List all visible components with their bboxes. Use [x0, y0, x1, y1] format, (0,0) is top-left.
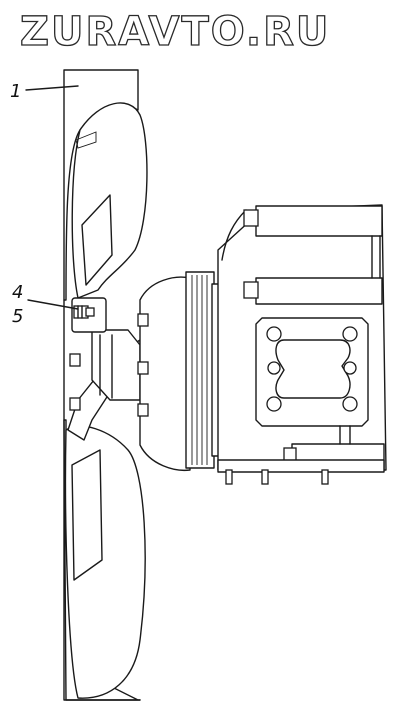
callout-label-4: 4 [12, 282, 23, 303]
flange-bolt-2 [342, 326, 358, 342]
hub-washer-5 [85, 307, 95, 317]
coupling-bolt-2 [137, 361, 149, 375]
coupling-housing [139, 276, 191, 472]
blade-upper-rib [81, 194, 113, 286]
pulley-grooves [191, 275, 208, 465]
callout-1: 1 [10, 81, 79, 102]
flange-window [275, 339, 351, 399]
base-plate [217, 459, 385, 473]
flange-bolt-1 [266, 326, 282, 342]
flange-bolt-3 [266, 396, 282, 412]
base-stud-3 [321, 469, 329, 485]
fan-drive-housing [217, 204, 387, 485]
housing-bolt-middle [243, 281, 259, 299]
coupling-bolt-1 [137, 313, 149, 327]
pulley-assembly [137, 271, 221, 472]
flange-bolt-5 [343, 361, 357, 375]
fan-blade-lower-face [64, 425, 146, 699]
base-stud-1 [225, 469, 233, 485]
mounting-flange [255, 317, 369, 427]
pulley [185, 271, 215, 469]
base-stud-2 [261, 469, 269, 485]
fan-assembly [63, 69, 148, 701]
hub-bolt-upper [69, 353, 81, 367]
flange-bolt-6 [267, 361, 281, 375]
callout-label-5: 5 [12, 306, 23, 327]
coupling-bolt-3 [137, 403, 149, 417]
leader-line-4 [27, 299, 79, 310]
blade-lower-rib [71, 449, 103, 581]
housing-middle-boss [255, 277, 383, 305]
housing-top-boss [255, 205, 383, 237]
leader-line-1 [25, 85, 79, 91]
watermark-text: ZURAVTO.RU [20, 9, 330, 55]
flange-bolt-4 [342, 396, 358, 412]
hub-bolt-lower [69, 397, 81, 411]
callout-label-1: 1 [10, 81, 21, 102]
housing-bolt-top [243, 209, 259, 227]
callout-4: 4 [12, 282, 79, 310]
callout-5: 5 [12, 306, 23, 327]
